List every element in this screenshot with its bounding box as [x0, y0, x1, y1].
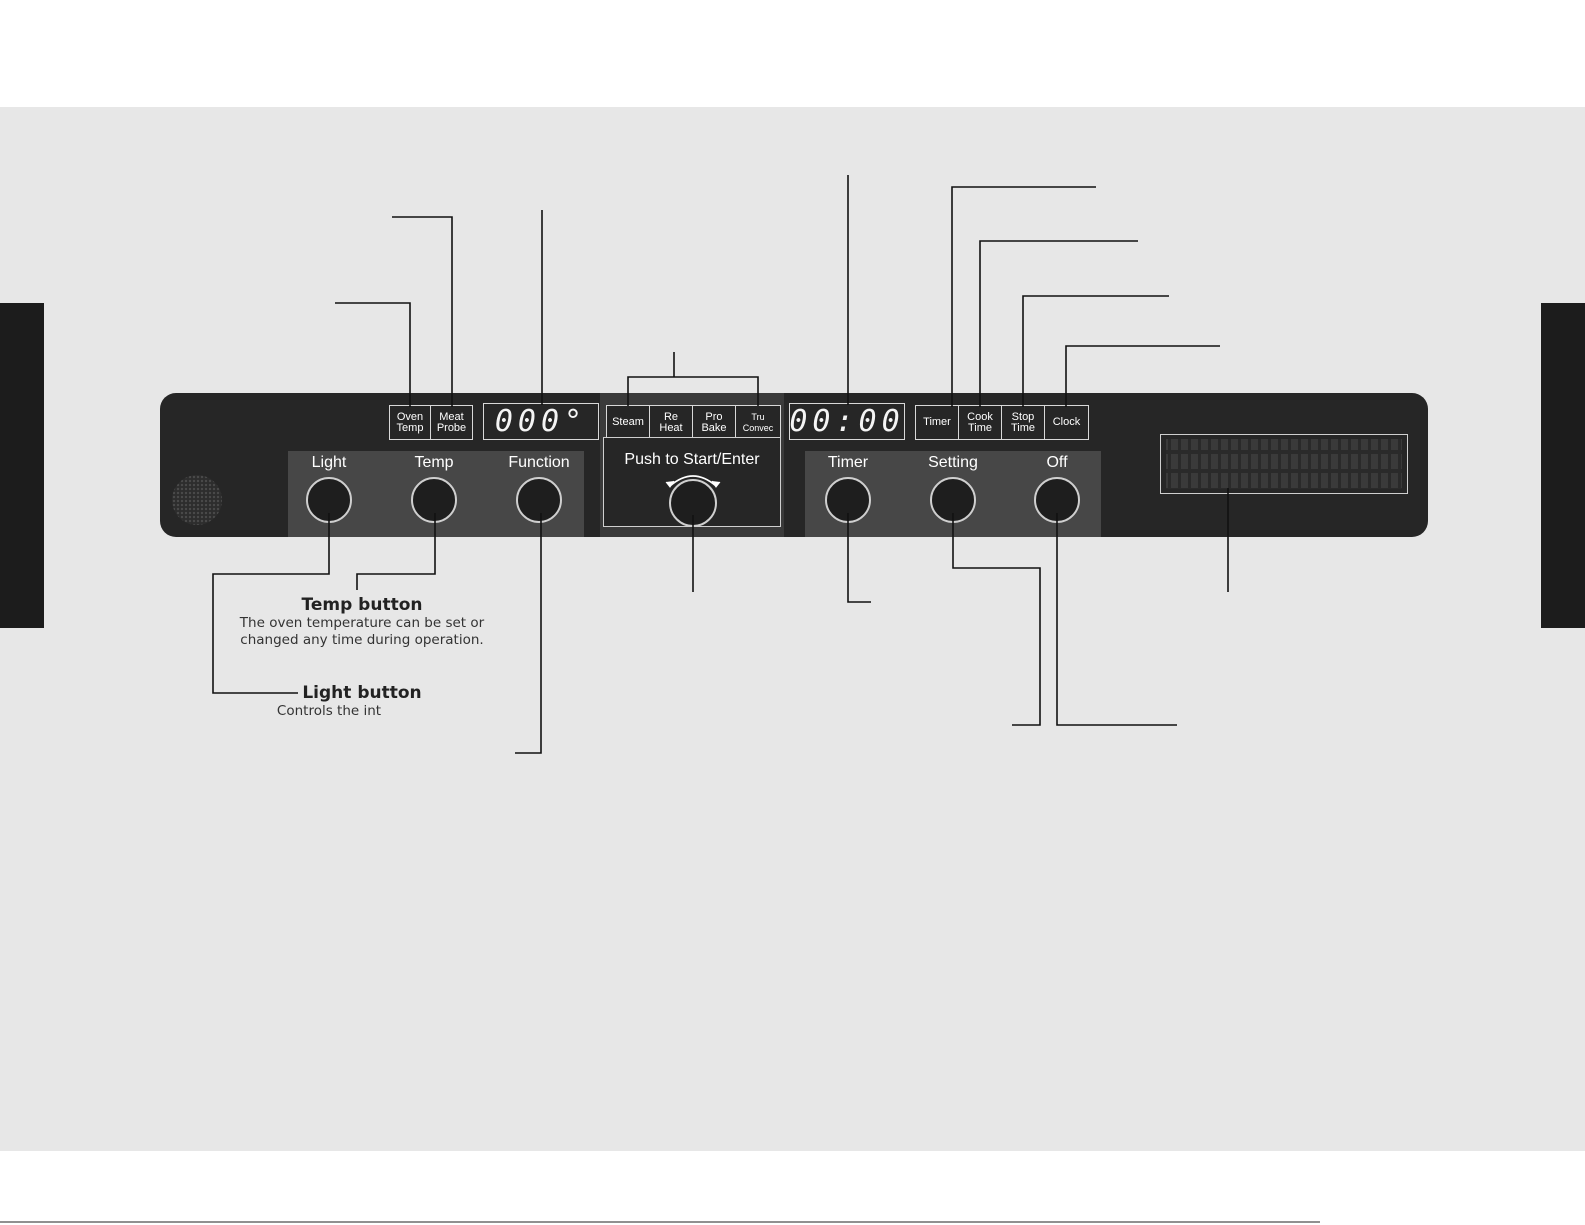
callout-modes-bracket [627, 376, 759, 406]
temp-button-caption-text: The oven temperature can be set or chang… [239, 615, 485, 648]
callout-setting [952, 513, 1041, 726]
right-page-tab [1541, 303, 1585, 628]
stop-time-indicator: Stop Time [1002, 406, 1045, 439]
left-page-tab [0, 303, 44, 628]
probe-indicator-group: Oven Temp Meat Probe [389, 405, 473, 440]
temp-label: Temp [414, 454, 454, 471]
callout-stop-time [1022, 295, 1169, 407]
callout-meat-probe [392, 216, 453, 407]
callout-oven-temp [335, 302, 411, 407]
callout-clock [1065, 345, 1220, 407]
setting-label: Setting [928, 454, 978, 471]
cook-time-indicator: Cook Time [959, 406, 1002, 439]
timer-indicator: Timer [916, 406, 959, 439]
timer-label: Timer [827, 454, 869, 471]
light-button-caption-title: Light button [302, 683, 422, 703]
callout-light [212, 513, 330, 694]
time-display: 00:00 [789, 403, 905, 440]
tru-convec-indicator-overlay: Tru Convec [742, 411, 774, 433]
pro-bake-indicator-overlay: Pro Bake [693, 406, 736, 439]
time-indicator-group: Timer Cook Time Stop Time Clock [915, 405, 1089, 440]
function-label: Function [508, 454, 570, 471]
callout-off [1056, 513, 1177, 726]
speaker-grille [172, 475, 222, 525]
clock-indicator: Clock [1052, 416, 1081, 428]
temp-button[interactable] [411, 477, 457, 523]
rotate-arrow-icon [665, 475, 721, 488]
callout-temp [356, 513, 436, 590]
callout-function [515, 513, 542, 754]
message-display [1160, 434, 1408, 494]
light-label: Light [311, 454, 347, 471]
reheat-indicator-overlay: Re Heat [650, 406, 693, 439]
callout-timer-button [847, 513, 871, 603]
function-button[interactable] [516, 477, 562, 523]
meat-probe-indicator: Meat Probe [436, 410, 467, 434]
temp-button-caption-title: Temp button [301, 595, 423, 615]
background-band [0, 107, 1585, 1151]
off-label: Off [1046, 454, 1068, 471]
temperature-display: 000° [483, 403, 599, 440]
callout-timer [951, 186, 1096, 407]
steam-indicator-overlay: Steam [607, 406, 650, 439]
callout-cook-time [979, 240, 1138, 407]
light-button-caption-text: Controls the int [276, 703, 382, 719]
start-enter-label: Push to Start/Enter [624, 451, 760, 468]
oven-temp-indicator: Oven Temp [390, 406, 431, 439]
